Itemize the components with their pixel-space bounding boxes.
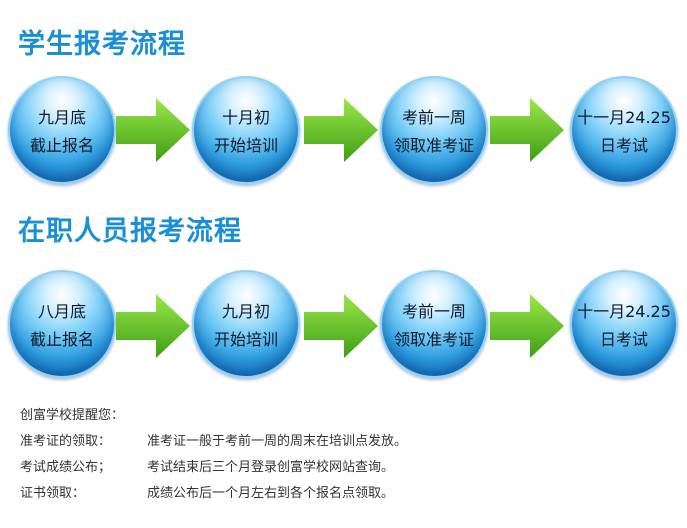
- step-line1: 十一月24.25: [577, 108, 671, 127]
- step-bubble-4: 十一月24.25 日考试: [570, 76, 678, 184]
- step-bubble-3: 考前一周领取准考证: [380, 76, 488, 184]
- note-item: 准考证的领取： 准考证一般于考前一周的周末在培训点发放。: [20, 429, 407, 455]
- step-bubble-3: 考前一周领取准考证: [380, 270, 488, 378]
- arrow-right-icon: [116, 294, 190, 358]
- note-label: 考试成绩公布；: [20, 460, 112, 475]
- step-line1: 九月底: [37, 108, 86, 127]
- step-line2: 领取准考证: [393, 136, 474, 155]
- step-line2: 领取准考证: [393, 330, 474, 349]
- step-bubble-2: 十月初开始培训: [192, 76, 300, 184]
- arrow-right-icon: [490, 294, 564, 358]
- step-line1: 九月初: [221, 302, 270, 321]
- step-bubble-1: 八月底截止报名: [8, 270, 116, 378]
- note-item: 证书领取： 成绩公布后一个月左右到各个报名点领取。: [20, 481, 394, 507]
- section-title-employee: 在职人员报考流程: [18, 216, 242, 247]
- reminder-notes: 创富学校提醒您： 准考证的领取： 准考证一般于考前一周的周末在培训点发放。 考试…: [20, 403, 407, 507]
- note-text: 考试结束后三个月登录创富学校网站查询。: [147, 460, 395, 475]
- step-line2: 开始培训: [213, 136, 278, 155]
- step-bubble-2: 九月初开始培训: [192, 270, 300, 378]
- arrow-right-icon: [304, 294, 378, 358]
- step-line2: 日考试: [599, 136, 648, 155]
- step-bubble-1: 九月底截止报名: [8, 76, 116, 184]
- step-line1: 十一月24.25: [577, 302, 671, 321]
- step-line2: 日考试: [599, 330, 648, 349]
- arrow-right-icon: [490, 98, 564, 162]
- step-bubble-4: 十一月24.25 日考试: [570, 270, 678, 378]
- step-line2: 开始培训: [213, 330, 278, 349]
- step-line2: 截止报名: [29, 136, 94, 155]
- step-line2: 截止报名: [29, 330, 94, 349]
- arrow-right-icon: [116, 98, 190, 162]
- note-label: 证书领取：: [20, 486, 86, 501]
- note-label: 准考证的领取：: [20, 434, 112, 449]
- note-item: 考试成绩公布； 考试结束后三个月登录创富学校网站查询。: [20, 455, 394, 481]
- notes-heading: 创富学校提醒您：: [20, 408, 125, 423]
- step-line1: 考前一周: [401, 108, 466, 127]
- step-line1: 十月初: [221, 108, 270, 127]
- note-text: 准考证一般于考前一周的周末在培训点发放。: [147, 434, 408, 449]
- section-title-student: 学生报考流程: [18, 29, 186, 60]
- step-line1: 八月底: [37, 302, 86, 321]
- arrow-right-icon: [304, 98, 378, 162]
- step-line1: 考前一周: [401, 302, 466, 321]
- note-text: 成绩公布后一个月左右到各个报名点领取。: [147, 486, 395, 501]
